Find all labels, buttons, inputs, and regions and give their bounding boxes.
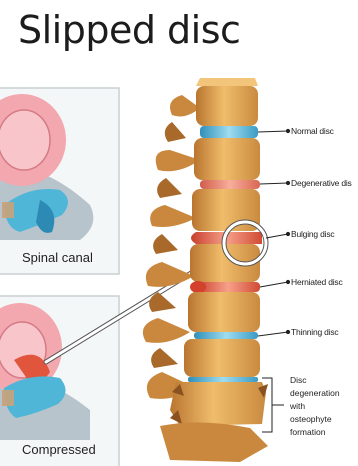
label-disc-degeneration: Disc degeneration with osteophyte format… (290, 374, 340, 439)
label-line: formation (290, 426, 340, 439)
bottom-inset-panel (0, 296, 119, 466)
label-degenerative-disc: Degenerative dis (291, 178, 352, 188)
label-normal-disc: Normal disc (291, 126, 334, 136)
spinal-canal-label: Spinal canal (22, 250, 93, 265)
label-herniated-disc: Herniated disc (291, 277, 343, 287)
top-inset-panel (0, 88, 119, 274)
label-line: with (290, 400, 340, 413)
disc-degenerative (200, 180, 260, 189)
label-thinning-disc: Thinning disc (291, 327, 338, 337)
label-line: Disc (290, 374, 340, 387)
label-line: osteophyte (290, 413, 340, 426)
label-bulging-disc: Bulging disc (291, 229, 334, 239)
label-line: degeneration (290, 387, 340, 400)
compressed-label: Compressed (22, 442, 96, 457)
disc-degenerated (188, 377, 258, 382)
disc-normal (200, 126, 258, 138)
disc-thinning (194, 332, 258, 339)
